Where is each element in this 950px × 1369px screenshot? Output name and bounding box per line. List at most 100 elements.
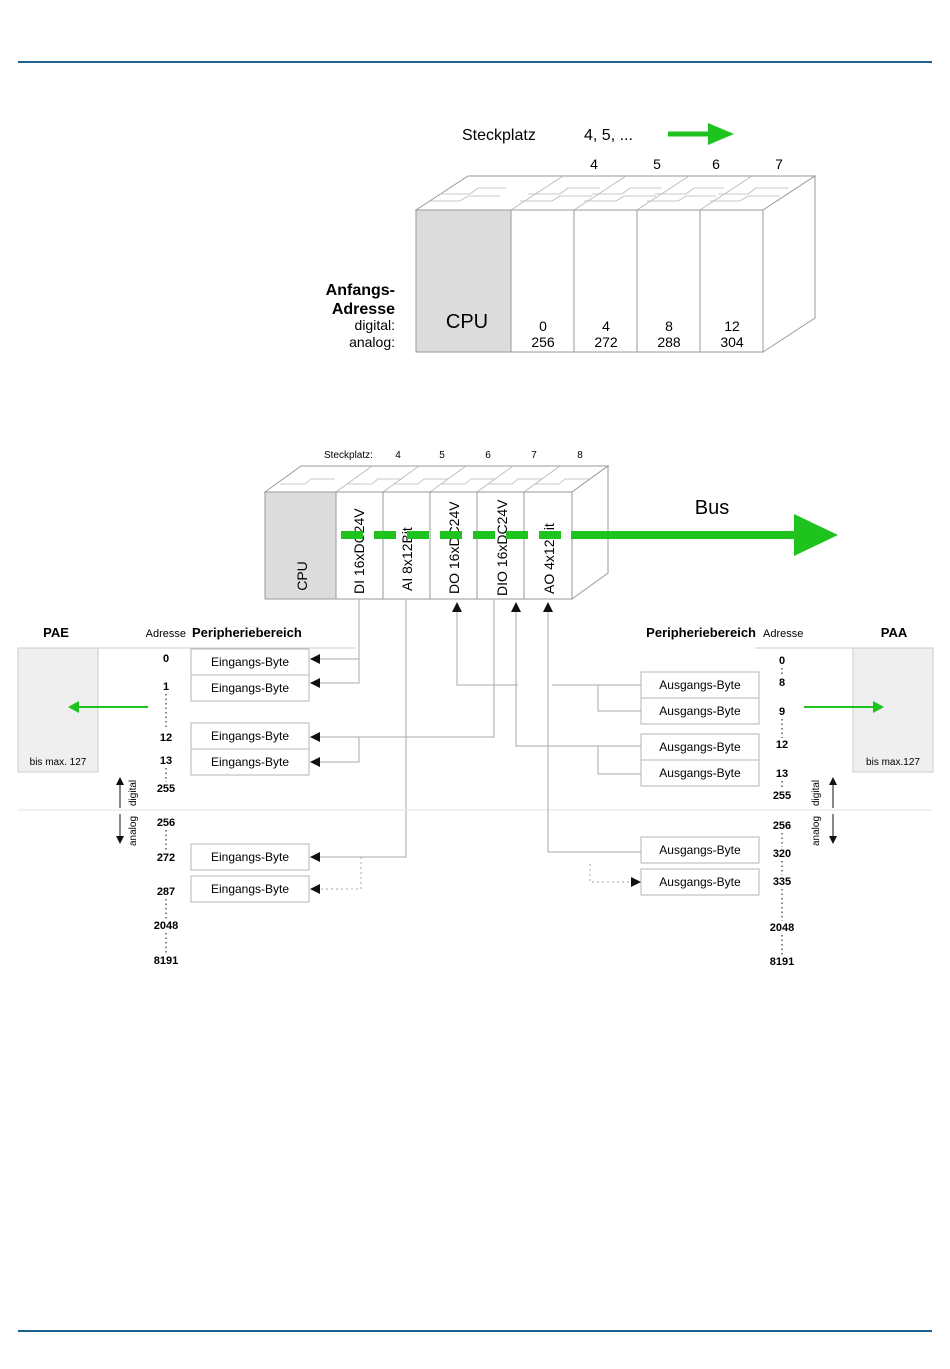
- module-analog-address: 288: [657, 334, 681, 350]
- steckplatz-arrow: [668, 123, 734, 145]
- paa-section: Peripheriebereich Adresse PAA bis max.12…: [452, 602, 934, 968]
- pae-digital-analog: digital analog: [116, 777, 139, 846]
- eingangs-byte-label: Eingangs-Byte: [211, 681, 289, 695]
- paa-connectors: [456, 612, 641, 883]
- eingangs-byte-label: Eingangs-Byte: [211, 850, 289, 864]
- module-label-dio: DIO 16xDC24V: [494, 499, 510, 596]
- paa-max: bis max.127: [866, 757, 920, 768]
- steckplatz-label: Steckplatz:: [324, 450, 373, 461]
- rack-top-ridges: [280, 465, 589, 493]
- paa-address: 320: [773, 848, 791, 860]
- paa-address: 8: [779, 677, 785, 689]
- cpu-label: CPU: [446, 311, 488, 333]
- paa-adresse-label: Adresse: [763, 628, 803, 640]
- paa-address: 8191: [770, 956, 794, 968]
- pae-arrowheads: [310, 654, 320, 894]
- module-label-ao: AO 4x12Bit: [541, 523, 557, 594]
- slot-number-7: 7: [531, 450, 537, 461]
- ausgangs-byte-label: Ausgangs-Byte: [659, 875, 741, 889]
- paa-byte-box: [640, 697, 760, 725]
- pae-section: PAE Adresse Peripheriebereich bis max. 1…: [17, 599, 495, 967]
- paa-digital-analog: digital analog: [811, 777, 837, 846]
- paa-box: [852, 647, 934, 773]
- ausgangs-byte-label: Ausgangs-Byte: [659, 766, 741, 780]
- module-digital-address: 8: [665, 318, 673, 334]
- module-label-ai: AI 8x12Bit: [399, 527, 415, 591]
- module-analog-address: 304: [720, 334, 744, 350]
- ausgangs-byte-label: Ausgangs-Byte: [659, 678, 741, 692]
- cpu-module: [264, 491, 337, 600]
- anfangs-label: Anfangs-: [326, 282, 395, 299]
- pae-box: [17, 647, 99, 773]
- module-digital-address: 4: [602, 318, 610, 334]
- paa-address: 256: [773, 820, 791, 832]
- paa-address: 0: [779, 655, 785, 667]
- steckplatz-label: Steckplatz: [462, 127, 536, 144]
- adresse-label: Adresse: [332, 301, 395, 318]
- pae-address: 272: [157, 852, 175, 864]
- module-analog-address: 272: [594, 334, 618, 350]
- pae-address: 255: [157, 783, 175, 795]
- paa-byte-box: [640, 759, 760, 787]
- pae-address: 0: [163, 653, 169, 665]
- rack-top-ridges: [430, 175, 788, 211]
- top-rack: Steckplatz 4, 5, ... 4 5 6 7: [326, 123, 817, 353]
- cpu-label: CPU: [294, 561, 310, 591]
- module-analog-address: 256: [531, 334, 555, 350]
- pae-byte-box: [190, 648, 310, 676]
- slot-number-8: 8: [577, 450, 583, 461]
- module-ai: [382, 491, 431, 600]
- slot-number-5: 5: [653, 156, 661, 172]
- pae-address: 1: [163, 681, 169, 693]
- steckplatz-range: 4, 5, ...: [584, 127, 633, 144]
- pae-address: 8191: [154, 955, 178, 967]
- pae-byte-boxes: [190, 648, 310, 903]
- module-label-di: DI 16xDC24V: [351, 508, 367, 594]
- slot-number-6: 6: [485, 450, 491, 461]
- paa-arrow: [804, 701, 884, 713]
- slot-number-7: 7: [775, 156, 783, 172]
- module-label-do: DO 16xDC24V: [446, 501, 462, 594]
- pae-digital-label: digital: [128, 780, 139, 806]
- pae-byte-box: [190, 843, 310, 871]
- eingangs-byte-label: Eingangs-Byte: [211, 755, 289, 769]
- pae-address: 2048: [154, 920, 178, 932]
- paa-address: 9: [779, 706, 785, 718]
- pae-bereich-label: Peripheriebereich: [192, 625, 302, 640]
- module-digital-address: 12: [724, 318, 740, 334]
- module-digital-address: 0: [539, 318, 547, 334]
- pae-address: 256: [157, 817, 175, 829]
- pae-byte-box: [190, 748, 310, 776]
- pae-byte-box: [190, 875, 310, 903]
- pae-connectors: [310, 599, 495, 890]
- pae-title: PAE: [43, 625, 69, 640]
- paa-address: 255: [773, 790, 791, 802]
- module-dio: [476, 491, 525, 600]
- paa-address: 335: [773, 876, 791, 888]
- pae-address-column: 0 1 12 13 255 256 272 287 2048 8191: [154, 653, 178, 967]
- slot-number-5: 5: [439, 450, 445, 461]
- analog-label: analog:: [349, 334, 395, 350]
- ausgangs-byte-label: Ausgangs-Byte: [659, 843, 741, 857]
- module-do: [429, 491, 478, 600]
- paa-byte-boxes: [640, 671, 760, 896]
- module-slot-5: [573, 209, 638, 353]
- module-slot-6: [636, 209, 701, 353]
- cpu-module: [415, 209, 512, 353]
- pae-max: bis max. 127: [30, 757, 87, 768]
- ausgangs-byte-label: Ausgangs-Byte: [659, 704, 741, 718]
- slot-number-4: 4: [590, 156, 598, 172]
- ausgangs-byte-label: Ausgangs-Byte: [659, 740, 741, 754]
- paa-address: 13: [776, 768, 788, 780]
- paa-bereich-label: Peripheriebereich: [646, 625, 756, 640]
- paa-byte-box: [640, 733, 760, 761]
- pae-analog-label: analog: [128, 816, 139, 846]
- paa-arrowheads: [452, 602, 641, 887]
- module-slot-4: [510, 209, 575, 353]
- paa-digital-label: digital: [811, 780, 822, 806]
- rack-top-face: [414, 175, 817, 211]
- pae-address: 13: [160, 755, 172, 767]
- digital-label: digital:: [355, 317, 395, 333]
- slot-number-6: 6: [712, 156, 720, 172]
